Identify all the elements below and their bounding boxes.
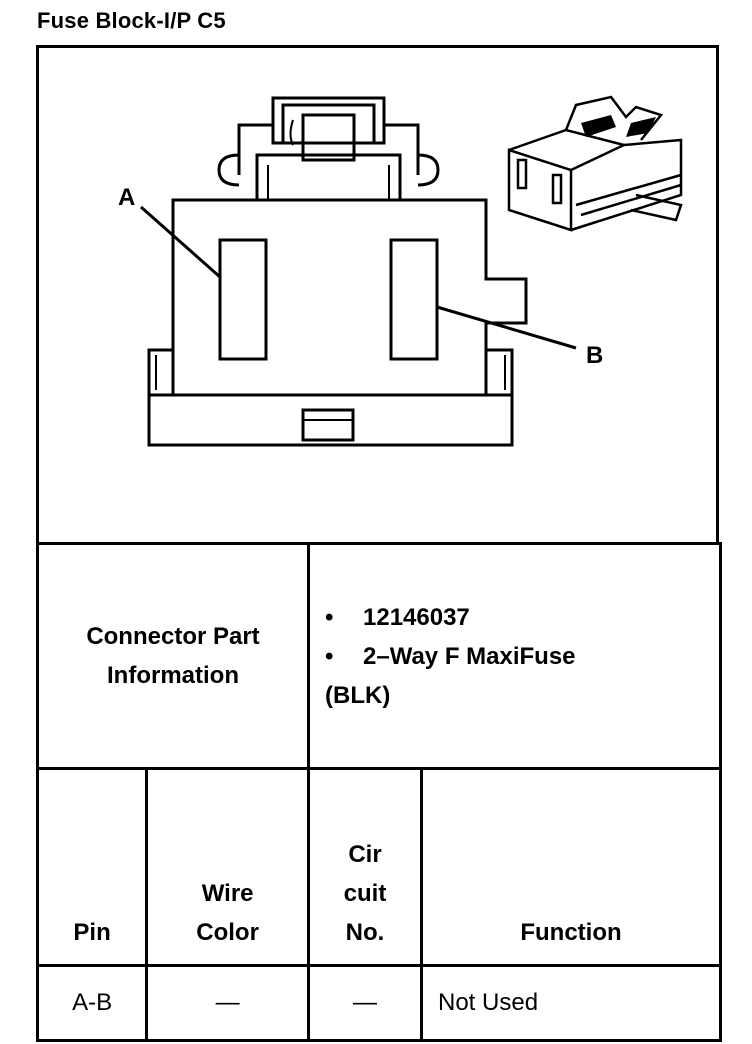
cell-wire-color: — [145, 964, 310, 1042]
header-wire-color: Wire Color [145, 767, 310, 967]
connector-info-label-line1: Connector Part [86, 623, 260, 650]
connector-info-label: Connector Part Information [36, 542, 310, 770]
color-code: (BLK) [325, 681, 391, 709]
cell-function: Not Used [420, 964, 722, 1042]
connector-isometric-view [507, 95, 683, 232]
table-row: A-B — — Not Used [35, 964, 722, 1042]
callout-b: B [586, 342, 603, 369]
part-number: 12146037 [363, 603, 470, 631]
header-circuit-no: Cir cuit No. [307, 767, 423, 967]
terminal-a [218, 238, 268, 361]
cell-pin: A-B [35, 964, 149, 1042]
cell-circuit-no: — [307, 964, 423, 1042]
callout-a: A [118, 184, 135, 211]
leader-b [436, 305, 577, 350]
part-number-item: • 12146037 [325, 598, 719, 637]
header-function: Function [420, 767, 722, 967]
connector-diagram: A B [36, 45, 719, 542]
bullet: • [325, 642, 334, 670]
latch-top [271, 96, 386, 145]
connector-info-row: Connector Part Information • 12146037 • … [36, 542, 722, 770]
connector-face-drawing: A B [118, 95, 683, 447]
header-pin: Pin [35, 767, 149, 967]
page-title: Fuse Block-I/P C5 [37, 8, 226, 33]
pin-table-header: Pin Wire Color Cir cuit No. Function [35, 767, 722, 967]
connector-info-table: Connector Part Information • 12146037 • … [35, 542, 722, 1042]
terminal-b [389, 238, 439, 361]
bullet: • [325, 603, 334, 631]
leader-a [140, 205, 221, 279]
connector-info-value: • 12146037 • 2–Way F MaxiFuse (BLK) [307, 542, 722, 770]
description: 2–Way F MaxiFuse [363, 642, 576, 670]
connector-info-label-line2: Information [107, 662, 239, 689]
description-item: • 2–Way F MaxiFuse [325, 637, 719, 676]
